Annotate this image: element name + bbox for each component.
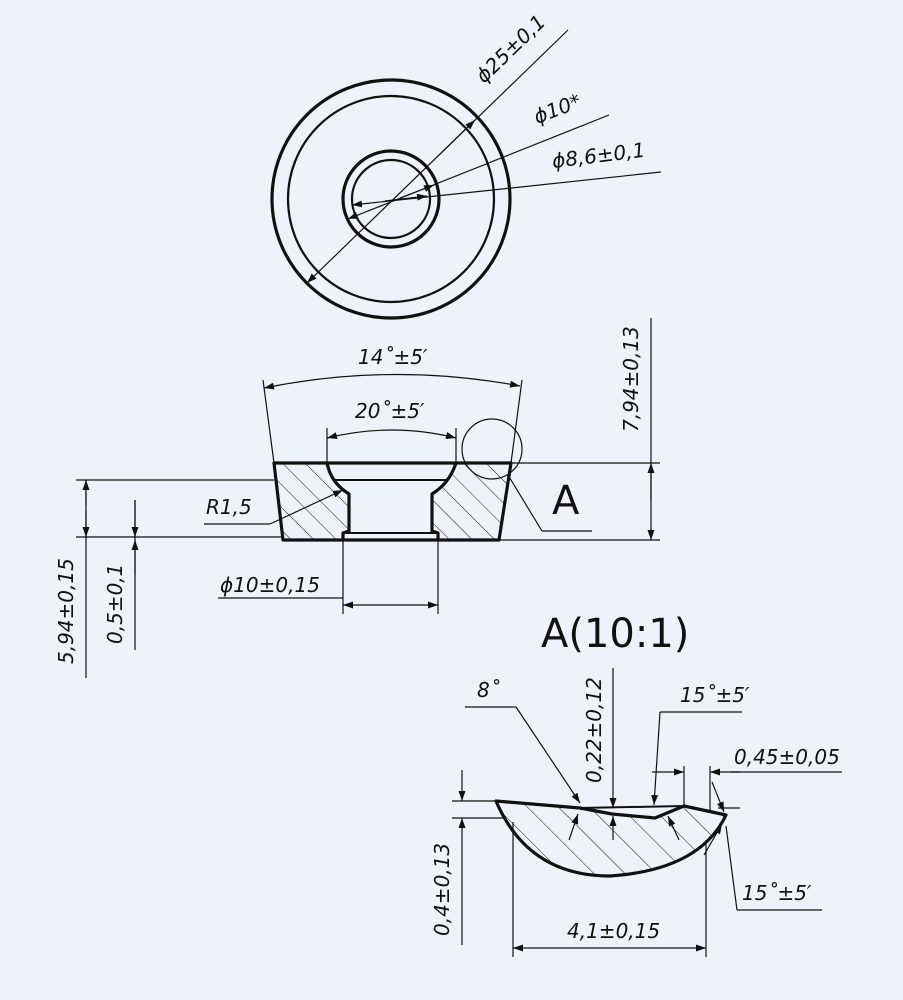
dim-angle-8: 8˚ <box>477 678 500 702</box>
dim-angle-15-side: 15˚±5′ <box>742 881 812 905</box>
arrow-15top-lower <box>667 815 680 841</box>
dim-angle-15-top: 15˚±5′ <box>680 683 750 707</box>
detail-callout-a: A <box>552 478 580 524</box>
arrow-radius <box>269 489 344 525</box>
leader-8deg <box>515 706 581 804</box>
outer-circle <box>270 78 512 320</box>
arrow-d25 <box>439 119 476 155</box>
dim-width-small: 0,45±0,05 <box>734 745 840 769</box>
section-left-hatch <box>274 463 349 540</box>
detail-outline <box>494 799 728 878</box>
chamfer-circle <box>286 94 496 304</box>
arrow-d10 <box>399 184 435 199</box>
leader-d86 <box>351 171 662 208</box>
dim-height-body: 5,94±0,15 <box>54 558 78 664</box>
extension-14-right <box>510 379 523 464</box>
dim-width-detail: 4,1±0,15 <box>567 919 660 943</box>
arrow-d86 <box>384 193 428 202</box>
hole-inner-circle <box>350 158 432 240</box>
leader-15side <box>725 825 738 911</box>
dim-middle-diameter: ϕ10* <box>530 89 584 129</box>
dim-inner-diameter: ϕ8,6±0,1 <box>551 138 647 173</box>
dim-angle-20: 20˚±5′ <box>355 399 425 423</box>
top-view: ϕ25±0,1 ϕ10* ϕ8,6±0,1 <box>270 10 662 320</box>
leader-15top <box>651 711 661 806</box>
extension-14-left <box>262 379 275 464</box>
dim-outer-diameter: ϕ25±0,1 <box>471 10 550 88</box>
section-view: 14˚±5′ 20˚±5′ R1,5 A 7,94±0,13 5,94±0,15… <box>54 318 660 678</box>
dim-height-step: 0,5±0,1 <box>103 564 127 644</box>
leader-d25 <box>306 29 569 284</box>
dim-depth: 0,22±0,12 <box>582 677 606 783</box>
detail-top-edge <box>579 805 685 809</box>
leader-d10 <box>347 114 610 220</box>
arc-dim-20 <box>326 429 457 440</box>
arrow-15side-bot <box>703 823 723 856</box>
bore-right-profile <box>430 462 458 540</box>
dim-bore: ϕ10±0,15 <box>220 573 320 597</box>
arc-dim-14 <box>263 373 521 390</box>
bore-left-profile <box>325 462 351 540</box>
dim-angle-14: 14˚±5′ <box>358 345 428 369</box>
leader-detail-a <box>507 474 543 532</box>
detail-a-circle <box>461 418 523 480</box>
detail-title: A(10:1) <box>541 611 689 657</box>
detail-view: A(10:1) 8˚ 0,22±0,12 15˚±5′ 0,45±0,05 15… <box>430 611 842 957</box>
arrow-8deg-lower <box>568 813 579 841</box>
hole-outer-circle <box>341 149 441 249</box>
section-right-hatch <box>432 463 511 540</box>
dim-height-total: 7,94±0,13 <box>619 326 643 432</box>
arrow-15side-top <box>711 781 725 813</box>
dim-height-detail: 0,4±0,13 <box>430 843 454 936</box>
dim-radius: R1,5 <box>206 495 252 519</box>
